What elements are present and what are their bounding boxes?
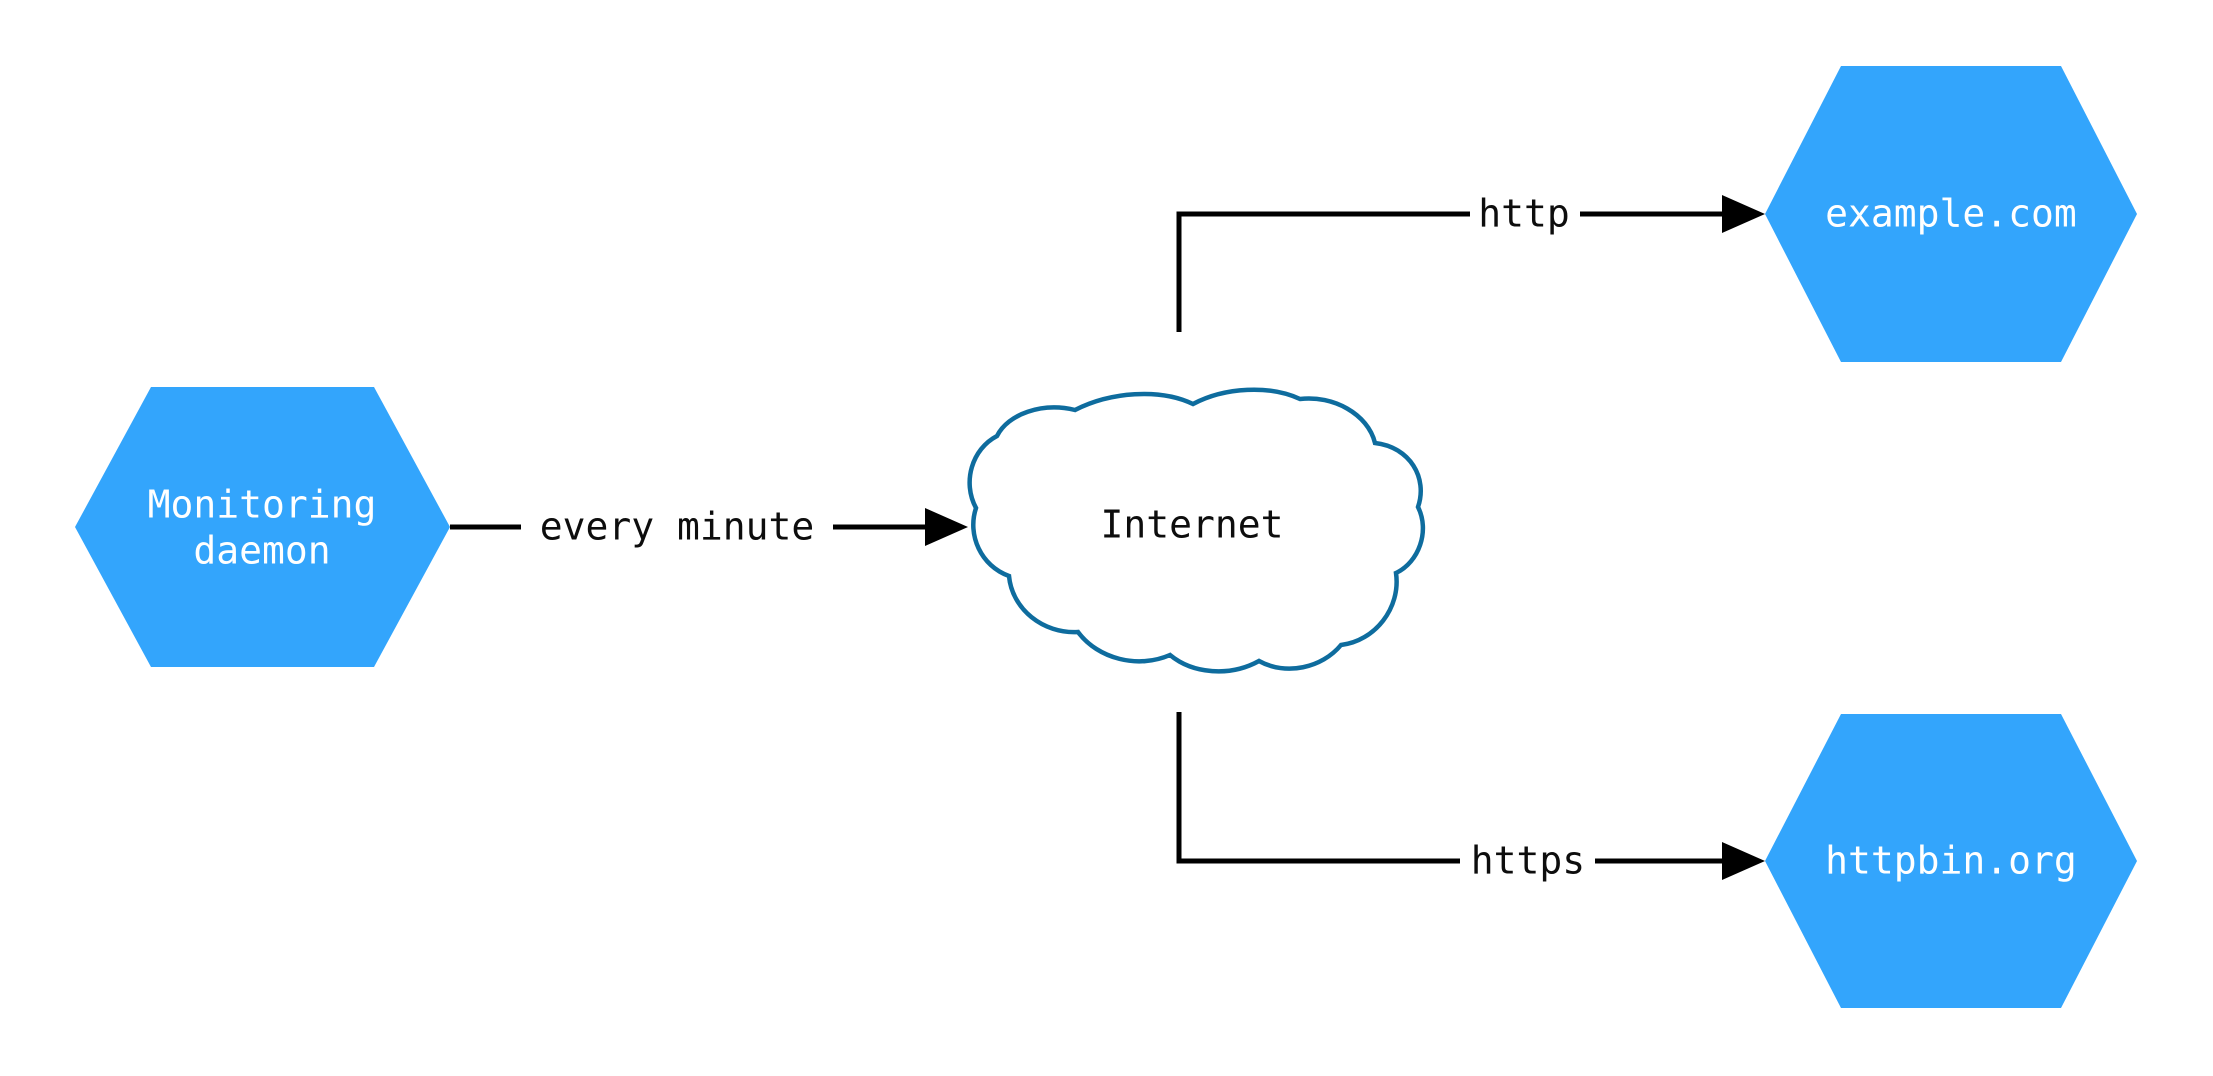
node-example-com[interactable]: example.com [1765, 66, 2137, 362]
edge-internet-to-example-path-left [1176, 211, 1470, 332]
example-com-hexagon-shape[interactable] [1765, 66, 2137, 362]
internet-cloud-label: Internet [1100, 503, 1283, 547]
edge-label-every-minute: every minute [540, 505, 815, 549]
monitoring-daemon-hexagon-shape[interactable] [75, 387, 450, 667]
edge-internet-to-example-arrowhead [1722, 195, 1765, 233]
edge-internet-to-httpbin: https [1176, 712, 1765, 883]
monitoring-daemon-label-line-2: daemon [193, 529, 330, 573]
httpbin-org-label: httpbin.org [1825, 839, 2077, 883]
edge-internet-to-httpbin-path-left [1176, 712, 1460, 864]
edge-label-http: http [1478, 192, 1570, 236]
monitoring-daemon-label-line-1: Monitoring [148, 483, 377, 527]
edge-internet-to-httpbin-arrowhead [1722, 842, 1765, 880]
node-internet-cloud[interactable]: Internet [967, 387, 1426, 674]
edge-internet-to-example: http [1176, 192, 1765, 332]
node-monitoring-daemon[interactable]: Monitoring daemon [75, 387, 450, 667]
edge-label-https: https [1471, 839, 1585, 883]
example-com-label: example.com [1825, 192, 2077, 236]
edge-daemon-to-internet-arrowhead [925, 508, 968, 546]
node-httpbin-org[interactable]: httpbin.org [1765, 714, 2137, 1008]
edge-daemon-to-internet: every minute [450, 505, 968, 549]
internet-cloud-shape[interactable] [967, 387, 1426, 674]
httpbin-org-hexagon-shape[interactable] [1765, 714, 2137, 1008]
